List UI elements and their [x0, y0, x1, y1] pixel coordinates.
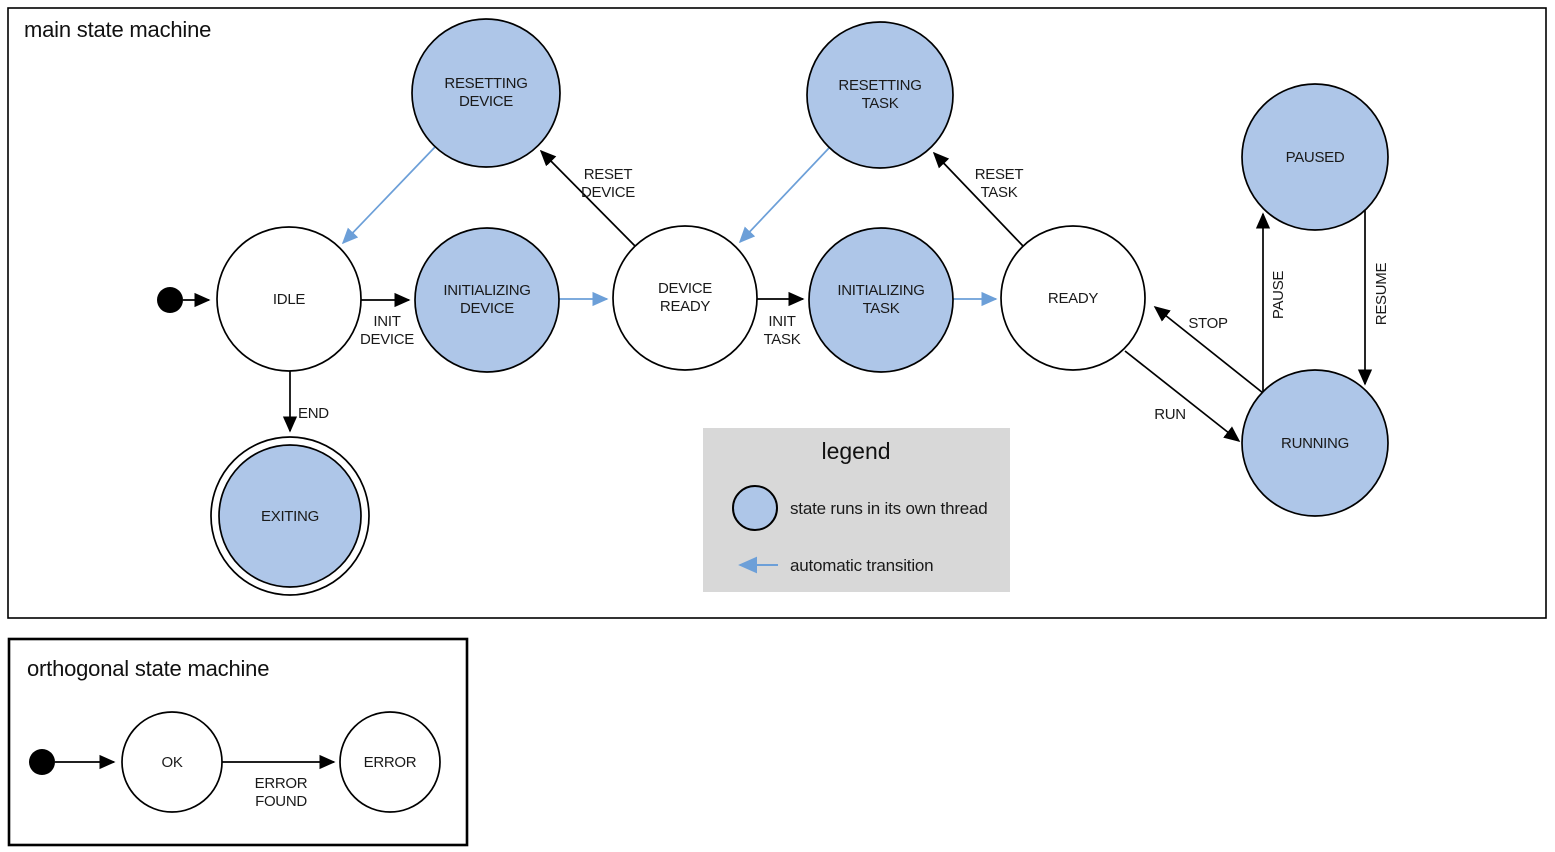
state-resetting-device-label-line1: RESETTING	[444, 75, 527, 92]
state-resetting-device-label-line2: DEVICE	[459, 93, 513, 110]
state-initializing-device-label-line2: DEVICE	[460, 300, 514, 317]
edge-label-stop: STOP	[1188, 315, 1228, 332]
state-ready-label: READY	[1048, 290, 1098, 307]
state-paused	[1241, 83, 1389, 231]
edge-label-init-device-line2: DEVICE	[360, 331, 414, 348]
state-exiting	[218, 444, 362, 588]
legend-threaded-state-icon	[732, 485, 778, 531]
state-initializing-task-label-line1: INITIALIZING	[837, 282, 924, 299]
edge-label-pause: PAUSE	[1270, 271, 1287, 320]
orthogonal-initial-state-dot	[29, 749, 55, 775]
state-device-ready-label-line1: DEVICE	[658, 280, 712, 297]
edge-label-error-found-line1: ERROR	[255, 775, 308, 792]
legend-title: legend	[821, 438, 890, 464]
edge-label-reset-task-line1: RESET	[975, 166, 1024, 183]
edge-label-reset-device-line2: DEVICE	[581, 184, 635, 201]
orthogonal-state-machine-panel: orthogonal state machine ERROR FOUND OK …	[7, 637, 469, 847]
edge-ready-to-resetting-task	[932, 151, 1024, 247]
state-resetting-task-label-line1: RESETTING	[838, 77, 921, 94]
state-device-ready-label-line2: READY	[660, 298, 710, 315]
edge-resetting-device-to-idle	[341, 146, 436, 245]
edge-running-to-ready	[1153, 305, 1264, 394]
state-idle	[216, 226, 362, 372]
edge-label-init-device-line1: INIT	[373, 313, 400, 330]
state-running-label: RUNNING	[1281, 435, 1349, 452]
legend-automatic-transition-label: automatic transition	[790, 556, 933, 575]
state-running	[1241, 369, 1389, 517]
initial-state-dot	[157, 287, 183, 313]
edge-ready-to-running	[1124, 350, 1241, 443]
edge-label-init-task-line1: INIT	[768, 313, 795, 330]
state-initializing-task	[808, 227, 954, 373]
state-resetting-device	[411, 18, 561, 168]
state-resetting-task-label-line2: TASK	[862, 95, 899, 112]
state-error	[339, 711, 441, 813]
edge-label-end: END	[298, 405, 329, 422]
orthogonal-panel-title: orthogonal state machine	[27, 656, 269, 681]
edge-label-reset-device-line1: RESET	[584, 166, 633, 183]
main-panel-title: main state machine	[24, 17, 211, 42]
state-initializing-device-label-line1: INITIALIZING	[443, 282, 530, 299]
edge-label-resume: RESUME	[1373, 263, 1390, 326]
state-initializing-device	[414, 227, 560, 373]
edge-resetting-task-to-device-ready	[738, 147, 830, 244]
edge-label-reset-task-line2: TASK	[981, 184, 1018, 201]
state-resetting-task	[806, 21, 954, 169]
edge-label-error-found-line2: FOUND	[255, 793, 307, 810]
state-ok-label: OK	[161, 754, 182, 771]
state-ready	[1000, 225, 1146, 371]
edge-label-init-task-line2: TASK	[764, 331, 801, 348]
main-state-machine-panel: main state machine INIT DEVICE INIT TASK…	[7, 7, 1547, 619]
edge-label-run: RUN	[1154, 406, 1186, 423]
state-error-label: ERROR	[364, 754, 417, 771]
legend-threaded-state-label: state runs in its own thread	[790, 499, 988, 518]
state-exiting-label: EXITING	[261, 508, 319, 525]
edge-device-ready-to-resetting-device	[539, 149, 636, 247]
legend: legend state runs in its own thread auto…	[703, 428, 1010, 592]
state-ok	[121, 711, 223, 813]
state-device-ready	[612, 225, 758, 371]
state-paused-label: PAUSED	[1286, 149, 1345, 166]
state-initializing-task-label-line2: TASK	[863, 300, 900, 317]
state-idle-label: IDLE	[273, 291, 305, 308]
